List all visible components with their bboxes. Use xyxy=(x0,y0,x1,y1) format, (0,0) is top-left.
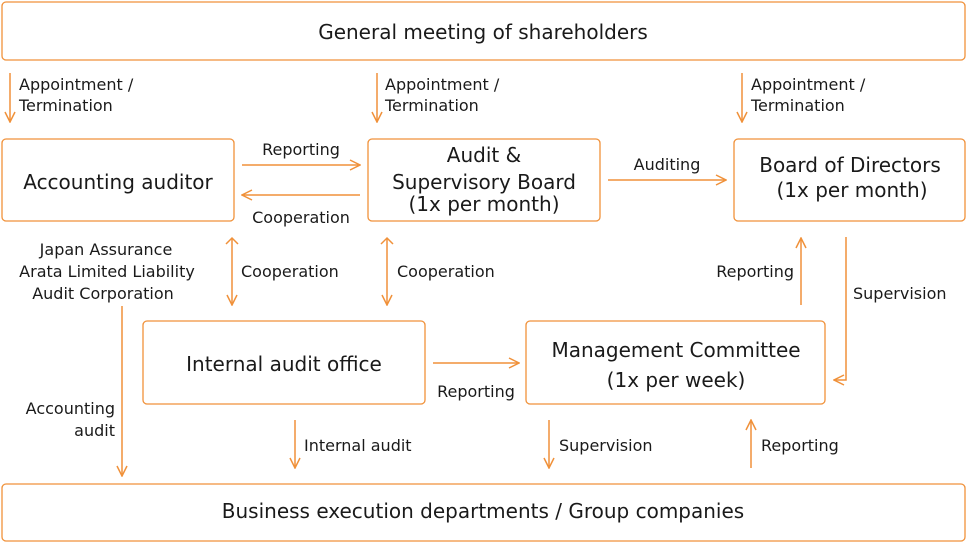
node-label: Management Committee xyxy=(551,338,800,362)
node-business-execution: Business execution departments / Group c… xyxy=(1,483,966,542)
auditor-firm-name: Japan Assurance Arata Limited Liability … xyxy=(19,240,195,303)
edge-supervision-directors-mgmt: Supervision xyxy=(834,237,947,380)
node-label: Audit & xyxy=(447,143,521,167)
node-label: Board of Directors xyxy=(759,153,941,177)
edge-appointment-auditor: Appointment / Termination xyxy=(10,73,134,122)
edge-reporting-auditor-board: Reporting xyxy=(242,140,360,165)
edge-label: Appointment / xyxy=(19,75,134,94)
node-label: General meeting of shareholders xyxy=(318,20,648,44)
node-label: Accounting auditor xyxy=(23,170,213,194)
edge-label: Accounting xyxy=(26,399,115,418)
edge-cooperation-auditor-internal: Cooperation xyxy=(232,238,339,305)
node-label: (1x per month) xyxy=(776,178,927,202)
edge-reporting-mgmt-directors: Reporting xyxy=(716,238,801,305)
node-board-of-directors: Board of Directors (1x per month) xyxy=(733,138,966,222)
edge-label: Reporting xyxy=(716,262,794,281)
edge-cooperation-board-internal: Cooperation xyxy=(387,238,495,305)
node-label: (1x per month) xyxy=(408,192,559,216)
edge-label: Termination xyxy=(18,96,113,115)
edge-appointment-board: Appointment / Termination xyxy=(377,73,500,122)
edge-appointment-directors: Appointment / Termination xyxy=(742,73,866,122)
edge-supervision-mgmt-business: Supervision xyxy=(549,420,653,468)
edge-label: audit xyxy=(74,421,115,440)
edge-label: Internal audit xyxy=(304,436,412,455)
edge-label: Cooperation xyxy=(252,208,350,227)
firm-line: Japan Assurance xyxy=(39,240,173,259)
node-label: Business execution departments / Group c… xyxy=(222,499,744,523)
edge-label: Termination xyxy=(384,96,479,115)
edge-label: Termination xyxy=(750,96,845,115)
node-management-committee: Management Committee (1x per week) xyxy=(525,320,826,405)
edge-label: Reporting xyxy=(761,436,839,455)
firm-line: Audit Corporation xyxy=(32,284,174,303)
node-audit-board: Audit & Supervisory Board (1x per month) xyxy=(367,138,601,222)
node-label: Supervisory Board xyxy=(392,170,576,194)
firm-line: Arata Limited Liability xyxy=(19,262,195,281)
edge-cooperation-board-auditor: Cooperation xyxy=(242,195,360,227)
edge-label: Appointment / xyxy=(385,75,500,94)
edge-auditing: Auditing xyxy=(608,155,726,180)
node-label: (1x per week) xyxy=(607,368,746,392)
edge-internal-audit: Internal audit xyxy=(295,420,412,468)
edge-label: Reporting xyxy=(262,140,340,159)
node-label: Internal audit office xyxy=(186,352,382,376)
edge-reporting-internal-mgmt: Reporting xyxy=(433,363,519,401)
node-internal-audit-office: Internal audit office xyxy=(142,320,426,405)
arrowhead-up xyxy=(225,236,394,245)
edge-label: Appointment / xyxy=(751,75,866,94)
edge-label: Reporting xyxy=(437,382,515,401)
edge-label: Auditing xyxy=(634,155,701,174)
edge-label: Supervision xyxy=(853,284,947,303)
edge-label: Cooperation xyxy=(241,262,339,281)
node-accounting-auditor: Accounting auditor xyxy=(1,138,235,222)
edge-label: Supervision xyxy=(559,436,653,455)
node-shareholders: General meeting of shareholders xyxy=(1,1,966,61)
edge-label: Cooperation xyxy=(397,262,495,281)
edge-accounting-audit: Accounting audit xyxy=(26,306,122,476)
edge-reporting-business-mgmt: Reporting xyxy=(751,420,839,468)
